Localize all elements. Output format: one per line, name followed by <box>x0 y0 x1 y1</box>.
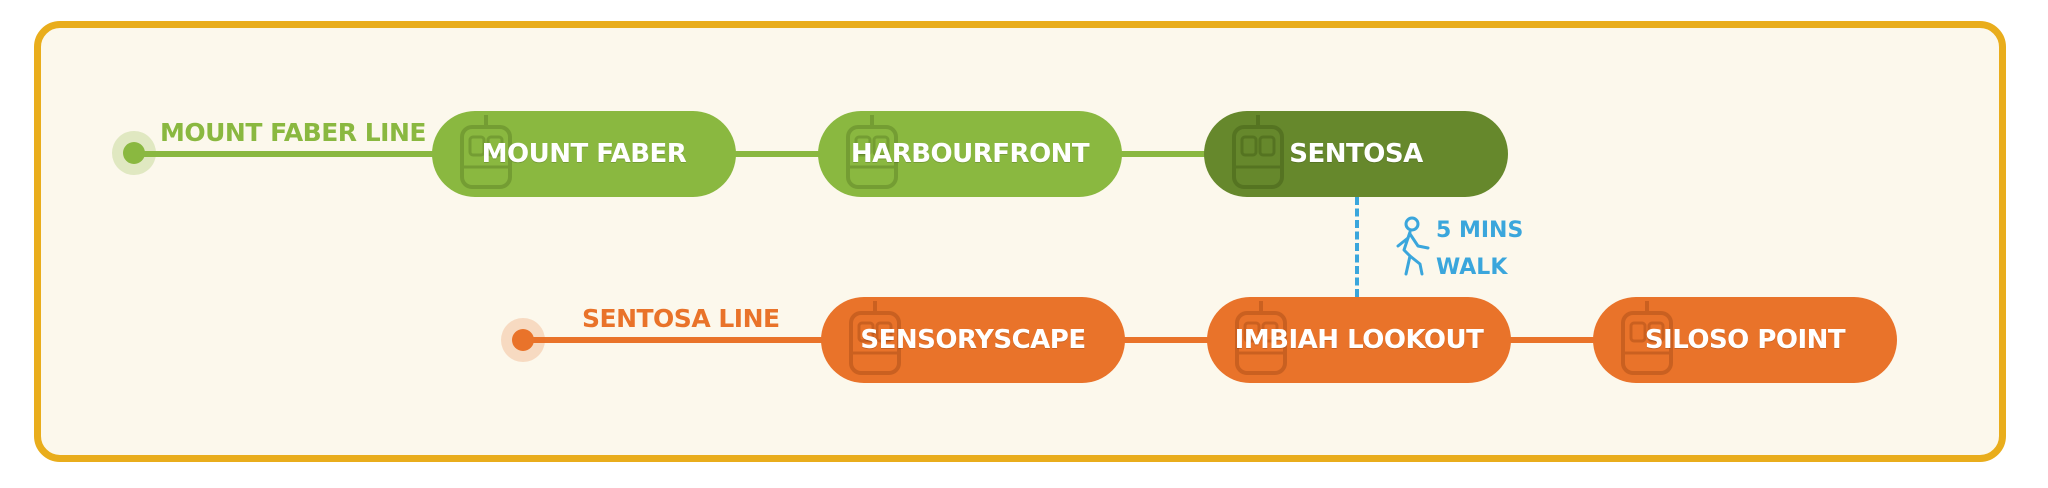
station-siloso-point[interactable]: SILOSO POINT <box>1593 297 1897 383</box>
cable-car-icon <box>460 115 512 189</box>
mount-faber-line-track <box>134 151 1434 157</box>
cable-car-icon <box>849 301 901 375</box>
station-label: MOUNT FABER <box>481 139 687 169</box>
station-label: SENSORYSCAPE <box>860 325 1086 355</box>
station-label: SENTOSA <box>1289 139 1423 169</box>
station-label: SILOSO POINT <box>1644 325 1846 355</box>
sentosa-line-track <box>524 337 1824 343</box>
route-map-frame <box>34 21 2006 462</box>
cable-car-icon <box>1232 115 1284 189</box>
mount-faber-line-label: MOUNT FABER LINE <box>160 118 427 147</box>
station-imbiah-lookout[interactable]: IMBIAH LOOKOUT <box>1207 297 1511 383</box>
cable-car-icon <box>1235 301 1287 375</box>
transfer-walk-text: 5 MINS WALK <box>1436 212 1523 286</box>
station-sentosa[interactable]: SENTOSA <box>1204 111 1508 197</box>
cable-car-icon <box>1621 301 1673 375</box>
walk-time: 5 MINS <box>1436 218 1524 243</box>
station-harbourfront[interactable]: HARBOURFRONT <box>818 111 1122 197</box>
transfer-walk-path <box>1355 197 1359 297</box>
sentosa-line-terminal <box>501 318 545 362</box>
mount-faber-line-terminal <box>112 131 156 175</box>
cable-car-icon <box>846 115 898 189</box>
station-mount-faber[interactable]: MOUNT FABER <box>432 111 736 197</box>
sentosa-line-label: SENTOSA LINE <box>582 304 780 333</box>
station-sensoryscape[interactable]: SENSORYSCAPE <box>821 297 1125 383</box>
walking-person-icon <box>1396 216 1430 276</box>
station-label: IMBIAH LOOKOUT <box>1234 325 1484 355</box>
walk-label: WALK <box>1436 255 1508 280</box>
station-label: HARBOURFRONT <box>850 139 1090 169</box>
